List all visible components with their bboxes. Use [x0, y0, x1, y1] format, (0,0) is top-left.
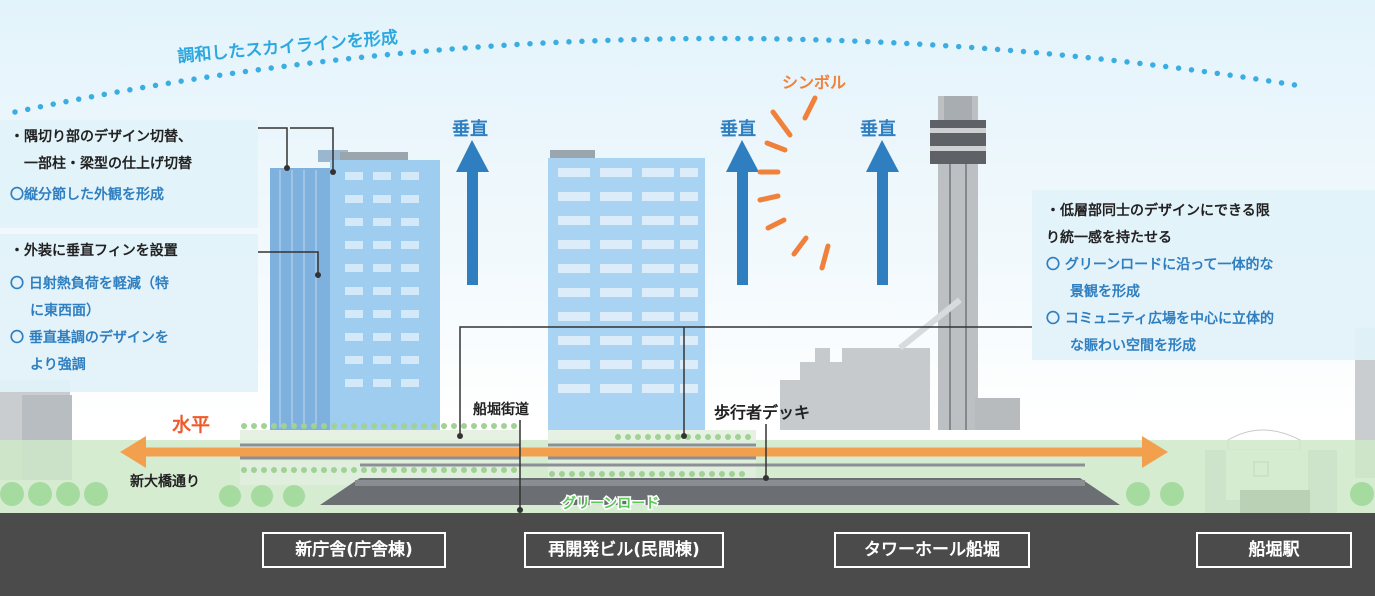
road-strip	[0, 513, 1375, 596]
left-panel-vertical-division: ・隅切り部のデザイン切替、 一部柱・梁型の仕上げ切替 〇縦分節した外観を形成	[0, 120, 258, 228]
building-label-new-government: 新庁舎(庁舎棟)	[262, 532, 446, 568]
pedestrian-deck-top	[355, 480, 1085, 486]
vertical-arrow-3	[866, 140, 899, 285]
panel-line: ・外装に垂直フィンを設置	[10, 243, 178, 259]
green-road-label: グリーンロード	[562, 495, 659, 512]
horizontal-arrow	[120, 436, 1168, 468]
funabori-street-label: 船堀街道	[473, 401, 529, 418]
panel-line: り統一感を持たせる	[1046, 230, 1172, 246]
panel-line: に東西面）	[30, 303, 100, 319]
panel-line: 〇 コミュニティ広場を中心に立体的	[1046, 311, 1275, 327]
redevelopment-building	[548, 150, 705, 430]
pedestrian-deck-label: 歩行者デッキ	[714, 403, 810, 422]
right-panel-lowrise-design: ・低層部同士のデザインにできる限 り統一感を持たせる 〇 グリーンロードに沿って…	[1032, 190, 1375, 360]
street-trees	[0, 482, 1374, 507]
panel-line: 〇 垂直基調のデザインを	[10, 330, 169, 346]
panel-line: ・低層部同士のデザインにできる限	[1046, 203, 1270, 219]
symbol-burst	[757, 95, 831, 271]
vertical-arrow-2	[726, 140, 759, 285]
tower-hall-funabori	[780, 96, 1020, 430]
panel-line: 一部柱・梁型の仕上げ切替	[24, 156, 192, 172]
left-panel-vertical-fins: ・外装に垂直フィンを設置 〇 日射熱負荷を軽減（特 に東西面） 〇 垂直基調のデ…	[0, 234, 258, 392]
panel-line: より強調	[30, 357, 86, 373]
panel-line: 〇縦分節した外観を形成	[10, 187, 164, 203]
podium-stripes	[240, 443, 1085, 467]
new-government-building	[270, 150, 440, 430]
building-label-redevelopment: 再開発ビル(民間棟)	[524, 532, 724, 568]
panel-line: 〇 日射熱負荷を軽減（特	[10, 276, 169, 292]
panel-line: な賑わい空間を形成	[1070, 338, 1196, 354]
panel-line: 〇 グリーンロードに沿って一体的な	[1046, 257, 1274, 273]
skyline-label: 調和したスカイラインを形成	[177, 27, 399, 67]
building-label-funabori-station: 船堀駅	[1196, 532, 1352, 568]
leader-endpoints	[284, 165, 769, 513]
panel-line: 景観を形成	[1070, 284, 1140, 300]
vertical-label-3: 垂直	[860, 118, 896, 140]
symbol-label: シンボル	[782, 73, 846, 92]
shin-ohashi-label: 新大橋通り	[130, 473, 200, 490]
horizontal-label: 水平	[172, 414, 210, 436]
vertical-label-1: 垂直	[452, 118, 488, 140]
skyline-dotted-arc	[12, 35, 1298, 115]
building-label-tower-hall: タワーホール船堀	[834, 532, 1030, 568]
vertical-arrow-1	[456, 140, 489, 285]
vertical-label-2: 垂直	[720, 118, 756, 140]
leader-lines	[258, 127, 1032, 510]
panel-line: ・隅切り部のデザイン切替、	[10, 129, 192, 145]
